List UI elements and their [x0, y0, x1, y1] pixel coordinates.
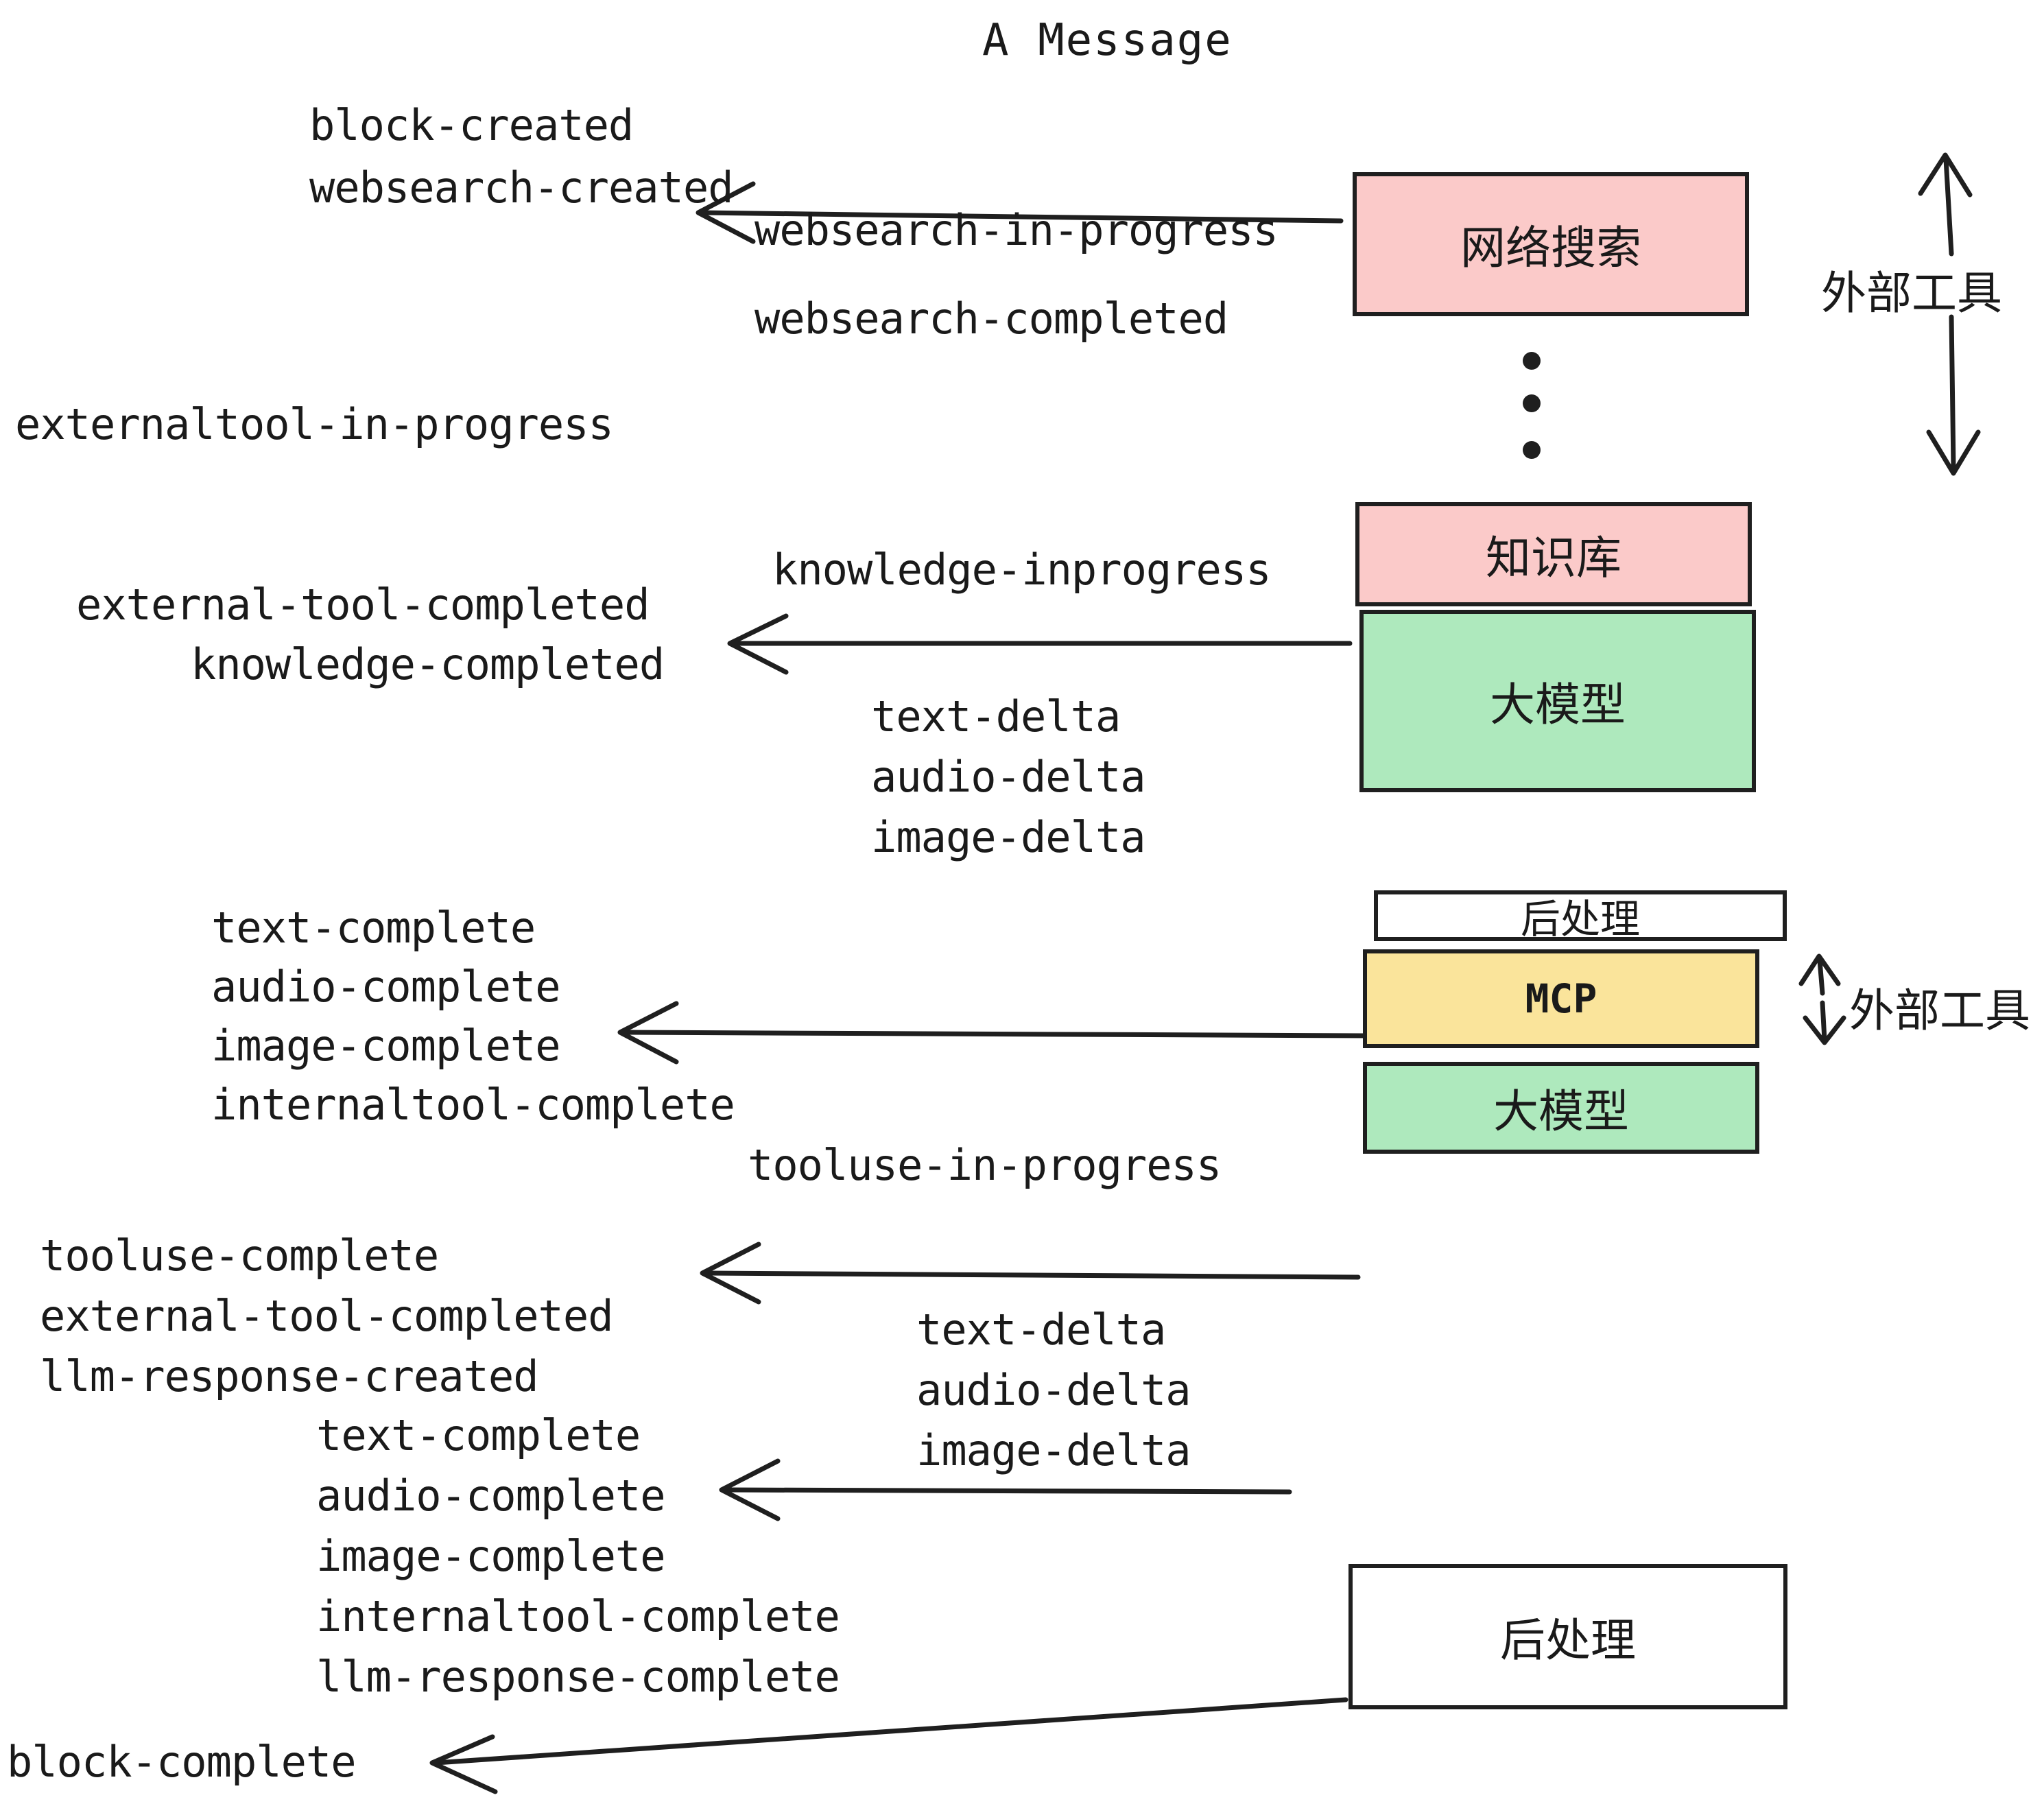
node-llm-second[interactable]: 大模型 [1363, 1062, 1759, 1154]
node-postprocess-first-label: 后处理 [1520, 896, 1640, 942]
node-mcp-label: MCP [1525, 975, 1597, 1022]
arrow-mcp-to-toolusecomplete [700, 1242, 1361, 1305]
node-knowledge-base-label: 知识库 [1486, 532, 1621, 584]
event-audio-complete-1: audio-complete [211, 962, 561, 1012]
node-postprocess-second-label: 后处理 [1500, 1614, 1636, 1667]
arrow-websearch-to-blockcreated [696, 181, 1344, 244]
event-text-delta-2: text-delta [916, 1305, 1166, 1355]
event-text-complete-2: text-complete [316, 1410, 641, 1460]
event-knowledge-completed: knowledge-completed [191, 639, 665, 689]
external-tool-range-arrow-bottom [1798, 953, 1846, 1045]
event-internaltool-complete-1: internaltool-complete [211, 1080, 735, 1130]
event-block-created: block-created [309, 100, 634, 150]
ellipsis-dot-1 [1523, 352, 1541, 370]
ellipsis-dot-2 [1523, 394, 1541, 412]
arrow-llm-to-audiocomplete [719, 1458, 1292, 1521]
event-tooluse-complete: tooluse-complete [40, 1231, 439, 1281]
event-block-complete: block-complete [7, 1737, 357, 1787]
node-mcp[interactable]: MCP [1363, 949, 1759, 1048]
node-llm-first-label: 大模型 [1490, 678, 1626, 731]
external-tool-label-bottom: 外部工具 [1849, 984, 2030, 1037]
diagram-title: A Message [982, 15, 1233, 66]
event-text-complete-1: text-complete [211, 903, 536, 953]
event-llm-response-complete: llm-response-complete [316, 1652, 840, 1702]
event-knowledge-inprogress: knowledge-inprogress [772, 545, 1272, 595]
event-image-delta-2: image-delta [916, 1425, 1191, 1475]
node-llm-first[interactable]: 大模型 [1359, 610, 1756, 792]
event-audio-delta-2: audio-delta [916, 1365, 1191, 1415]
event-external-tool-completed-1: external-tool-completed [76, 580, 650, 630]
event-tooluse-in-progress: tooluse-in-progress [748, 1140, 1222, 1190]
event-image-delta-1: image-delta [871, 812, 1146, 862]
node-llm-second-label: 大模型 [1493, 1085, 1629, 1138]
event-audio-complete-2: audio-complete [316, 1471, 666, 1521]
event-externaltool-in-progress: externaltool-in-progress [15, 399, 614, 449]
event-image-complete-2: image-complete [316, 1531, 666, 1581]
node-web-search[interactable]: 网络搜索 [1353, 172, 1749, 316]
event-external-tool-completed-2: external-tool-completed [40, 1291, 614, 1341]
event-text-delta-1: text-delta [871, 691, 1121, 741]
node-knowledge-base[interactable]: 知识库 [1355, 502, 1752, 606]
node-postprocess-second[interactable]: 后处理 [1348, 1564, 1787, 1709]
event-audio-delta-1: audio-delta [871, 752, 1146, 802]
external-tool-range-arrow-top [1918, 152, 1981, 476]
event-llm-response-created: llm-response-created [40, 1351, 539, 1401]
event-internaltool-complete-2: internaltool-complete [316, 1591, 840, 1641]
arrow-postprocess-to-imagecomplete [617, 1001, 1375, 1065]
event-websearch-in-progress: websearch-in-progress [754, 205, 1279, 255]
arrow-knowledge-to-completed [727, 613, 1353, 675]
node-web-search-label: 网络搜索 [1460, 222, 1641, 274]
event-image-complete-1: image-complete [211, 1021, 561, 1071]
ellipsis-dot-3 [1523, 441, 1541, 459]
node-postprocess-first[interactable]: 后处理 [1374, 890, 1787, 942]
arrow-postprocess-to-blockcomplete [429, 1697, 1348, 1794]
event-websearch-completed: websearch-completed [754, 294, 1228, 344]
external-tool-label-top: 外部工具 [1821, 267, 2002, 320]
event-websearch-created: websearch-created [309, 163, 734, 213]
